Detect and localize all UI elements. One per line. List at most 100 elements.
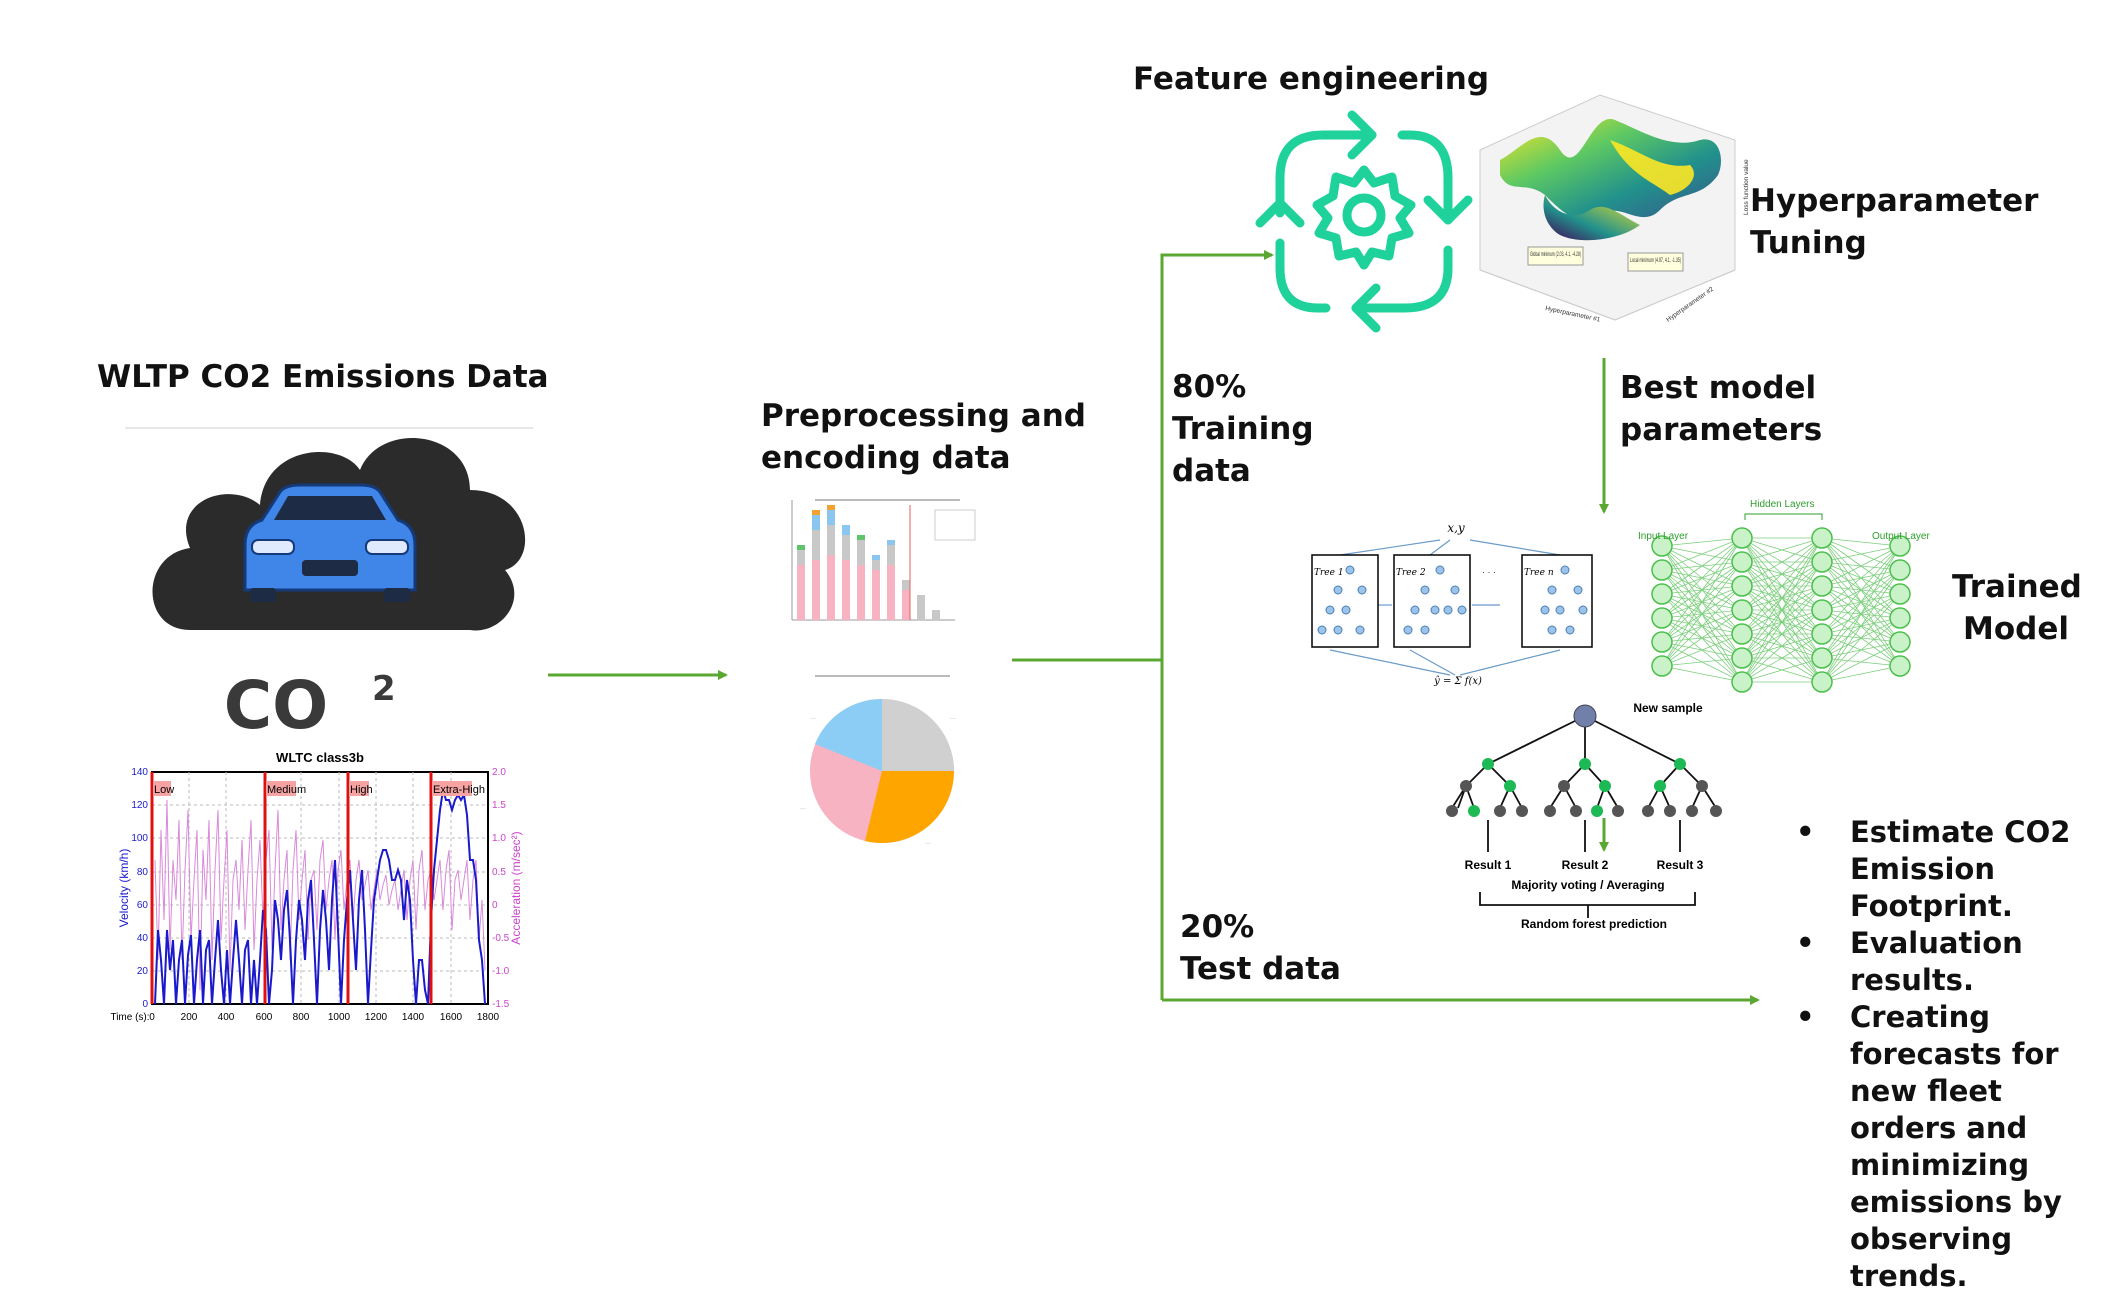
hyperparameter-title: Hyperparameter Tuning bbox=[1750, 180, 2038, 264]
nn-edge bbox=[1661, 561, 1743, 667]
output-item: Estimate CO2 Emission Footprint. bbox=[1792, 814, 2112, 925]
y-right-tick: -1.5 bbox=[492, 999, 510, 1010]
global-minimum-label: Global minimum (2.03, 4.1, -4.28) bbox=[1530, 251, 1581, 258]
y-left-tick: 120 bbox=[131, 800, 148, 811]
wltc-title: WLTC class3b bbox=[276, 750, 364, 765]
training-line-1: Training bbox=[1172, 411, 1314, 447]
rf-result-1: Result 1 bbox=[1465, 858, 1512, 872]
trained-model-line-2: Model bbox=[1963, 611, 2069, 647]
output-item: Creating forecasts for new fleet orders … bbox=[1792, 999, 2112, 1295]
gradient-boosting-diagram: x,y Tree 1 Tree 2 Tree n · · · ŷ = Σ f(x… bbox=[1311, 521, 1593, 687]
nn-edge bbox=[1661, 537, 1743, 619]
nn-edge bbox=[1661, 537, 1743, 571]
rf-voting: Majority voting / Averaging bbox=[1511, 878, 1664, 892]
phase-medium: Medium bbox=[267, 784, 306, 796]
nn-node bbox=[1651, 559, 1673, 581]
training-line-2: data bbox=[1172, 453, 1251, 489]
nn-edge bbox=[1821, 545, 1901, 587]
svg-text:···: ··· bbox=[950, 716, 956, 722]
x-axis-label: Time (s): bbox=[110, 1012, 149, 1023]
nn-edge bbox=[1741, 537, 1823, 611]
outputs-list: Estimate CO2 Emission Footprint. Evaluat… bbox=[1792, 814, 2112, 1295]
nn-edge bbox=[1661, 537, 1743, 595]
random-forest-diagram: New sample Result 1 Result 2 Result 3 Ma… bbox=[1446, 701, 1722, 931]
svg-text:···: ··· bbox=[800, 806, 806, 812]
nn-edge bbox=[1661, 609, 1743, 667]
nn-edge bbox=[1821, 617, 1901, 683]
nn-node bbox=[1731, 647, 1753, 669]
nn-node bbox=[1889, 583, 1911, 605]
nn-node bbox=[1811, 551, 1833, 573]
nn-edge bbox=[1741, 585, 1823, 683]
hyperparameter-surface-plot: Global minimum (2.03, 4.1, -4.28) Local … bbox=[1479, 94, 1750, 324]
rf-result-2: Result 2 bbox=[1562, 858, 1609, 872]
feature-engineering-title: Feature engineering bbox=[1133, 61, 1490, 97]
rf-new-sample: New sample bbox=[1633, 701, 1703, 715]
nn-edge bbox=[1741, 561, 1823, 683]
hyperparameter-line-2: Tuning bbox=[1750, 225, 1867, 261]
y-left-label: Velocity (km/h) bbox=[117, 849, 131, 928]
nn-node bbox=[1731, 551, 1753, 573]
nn-edge bbox=[1821, 545, 1901, 659]
nn-node bbox=[1811, 575, 1833, 597]
nn-node bbox=[1651, 535, 1673, 557]
trained-model-label: Trained Model bbox=[1952, 566, 2082, 650]
nn-node bbox=[1651, 583, 1673, 605]
svg-text:· · ·: · · · bbox=[1482, 567, 1496, 577]
x-tick: 600 bbox=[256, 1012, 273, 1023]
nn-edge bbox=[1661, 537, 1743, 667]
rf-result-3: Result 3 bbox=[1657, 858, 1704, 872]
svg-text:···: ··· bbox=[810, 716, 816, 722]
y-left-tick: 20 bbox=[137, 966, 149, 977]
training-pct: 80% bbox=[1172, 369, 1247, 405]
training-split-label: 80% Training data bbox=[1172, 366, 1314, 492]
nn-node bbox=[1889, 607, 1911, 629]
nn-node bbox=[1731, 599, 1753, 621]
nn-node bbox=[1731, 575, 1753, 597]
phase-low: Low bbox=[154, 784, 174, 796]
nn-edge bbox=[1741, 537, 1823, 563]
svg-text:···: ··· bbox=[925, 841, 931, 847]
nn-node bbox=[1651, 631, 1673, 653]
trained-model-line-1: Trained bbox=[1952, 569, 2082, 605]
nn-node bbox=[1889, 655, 1911, 677]
y-right-tick: 1.5 bbox=[492, 800, 506, 811]
nn-edge bbox=[1741, 537, 1823, 659]
nn-node bbox=[1651, 655, 1673, 677]
test-pct: 20% bbox=[1180, 909, 1255, 945]
phase-high: High bbox=[350, 784, 373, 796]
arrow-train-branch bbox=[1160, 250, 1274, 1000]
x-tick: 200 bbox=[181, 1012, 198, 1023]
nn-edge bbox=[1661, 537, 1743, 547]
x-tick: 800 bbox=[293, 1012, 310, 1023]
nn-edge bbox=[1661, 537, 1743, 643]
nn-edge bbox=[1741, 609, 1823, 683]
y-right-tick: 1.0 bbox=[492, 833, 506, 844]
x-tick: 1600 bbox=[440, 1012, 463, 1023]
best-model-label: Best model parameters bbox=[1620, 367, 1822, 451]
preprocessing-pie-thumbnail: ··· ··· ··· ··· bbox=[800, 675, 956, 847]
nn-node bbox=[1889, 631, 1911, 653]
y-left-tick: 140 bbox=[131, 767, 148, 778]
nn-node bbox=[1731, 527, 1753, 549]
x-tick: 1400 bbox=[402, 1012, 425, 1023]
co2-subscript: 2 bbox=[372, 669, 396, 709]
y-right-tick: 0 bbox=[492, 900, 498, 911]
best-model-line-2: parameters bbox=[1620, 412, 1823, 448]
y-right-tick: -0.5 bbox=[492, 933, 510, 944]
nn-edge bbox=[1661, 657, 1743, 667]
x-tick: 1000 bbox=[328, 1012, 351, 1023]
neural-network-diagram: Input Layer Hidden Layers Output Layer bbox=[1638, 499, 1930, 693]
nn-edge bbox=[1821, 593, 1901, 683]
nn-node bbox=[1651, 607, 1673, 629]
nn-edge bbox=[1741, 537, 1823, 635]
co2-label: CO bbox=[224, 667, 329, 744]
preprocessing-line-1: Preprocessing and bbox=[761, 398, 1086, 434]
local-minimum-label: Local minimum (4.97, 4.1, -1.35) bbox=[1630, 257, 1681, 264]
x-tick: 1800 bbox=[477, 1012, 500, 1023]
y-right-tick: 0.5 bbox=[492, 867, 506, 878]
y-left-tick: 0 bbox=[142, 999, 148, 1010]
y-left-tick: 40 bbox=[137, 933, 149, 944]
test-line-1: Test data bbox=[1180, 951, 1341, 987]
preprocessing-bar-thumbnail bbox=[780, 495, 992, 625]
